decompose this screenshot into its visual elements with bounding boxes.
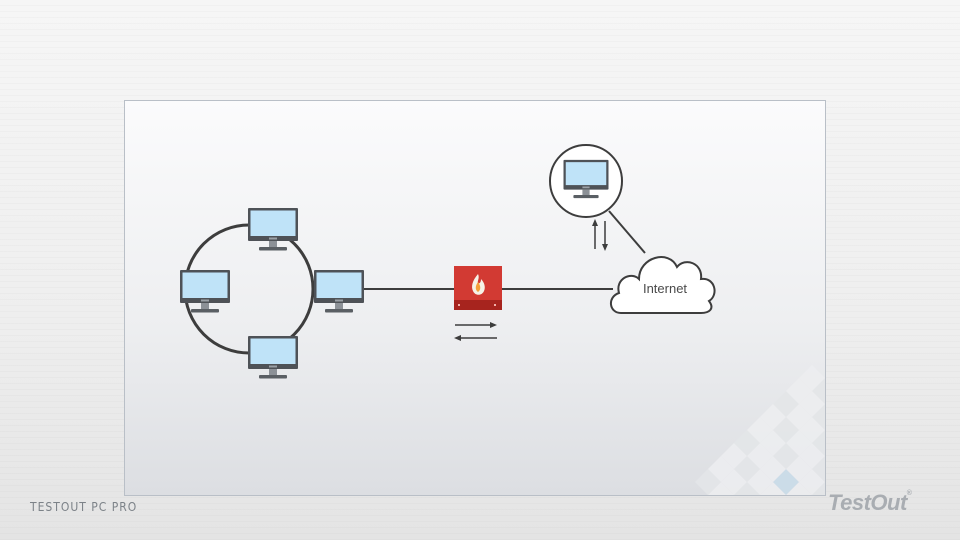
network-diagram-panel: Internet (124, 100, 826, 496)
brand-name: TestOut (828, 490, 907, 515)
course-label: TESTOUT PC PRO (30, 500, 138, 514)
firewall-icon (454, 266, 502, 310)
network-diagram: Internet (180, 144, 825, 495)
pattern-diamond (708, 482, 734, 495)
internet-cloud-icon: Internet (610, 256, 716, 314)
computer-icon-ring-top (248, 208, 298, 251)
pattern-diamond (812, 378, 825, 404)
decorative-diamond-pattern (695, 365, 825, 495)
pattern-diamond (812, 404, 825, 430)
internet-to-remote-link (608, 210, 646, 254)
internet-label: Internet (643, 281, 687, 296)
pattern-diamond (799, 365, 825, 391)
pattern-diamond (734, 482, 760, 495)
computer-icon-ring-right (314, 270, 364, 313)
testout-logo: TestOut® (828, 490, 912, 515)
pattern-diamond (812, 456, 825, 482)
computer-icon-ring-bottom (248, 336, 298, 379)
bidirectional-traffic-arrows-remote (592, 219, 608, 251)
pattern-diamond (760, 482, 786, 495)
bidirectional-traffic-arrows-firewall (454, 322, 497, 341)
pattern-diamond (812, 430, 825, 456)
pattern-diamond (786, 482, 812, 495)
